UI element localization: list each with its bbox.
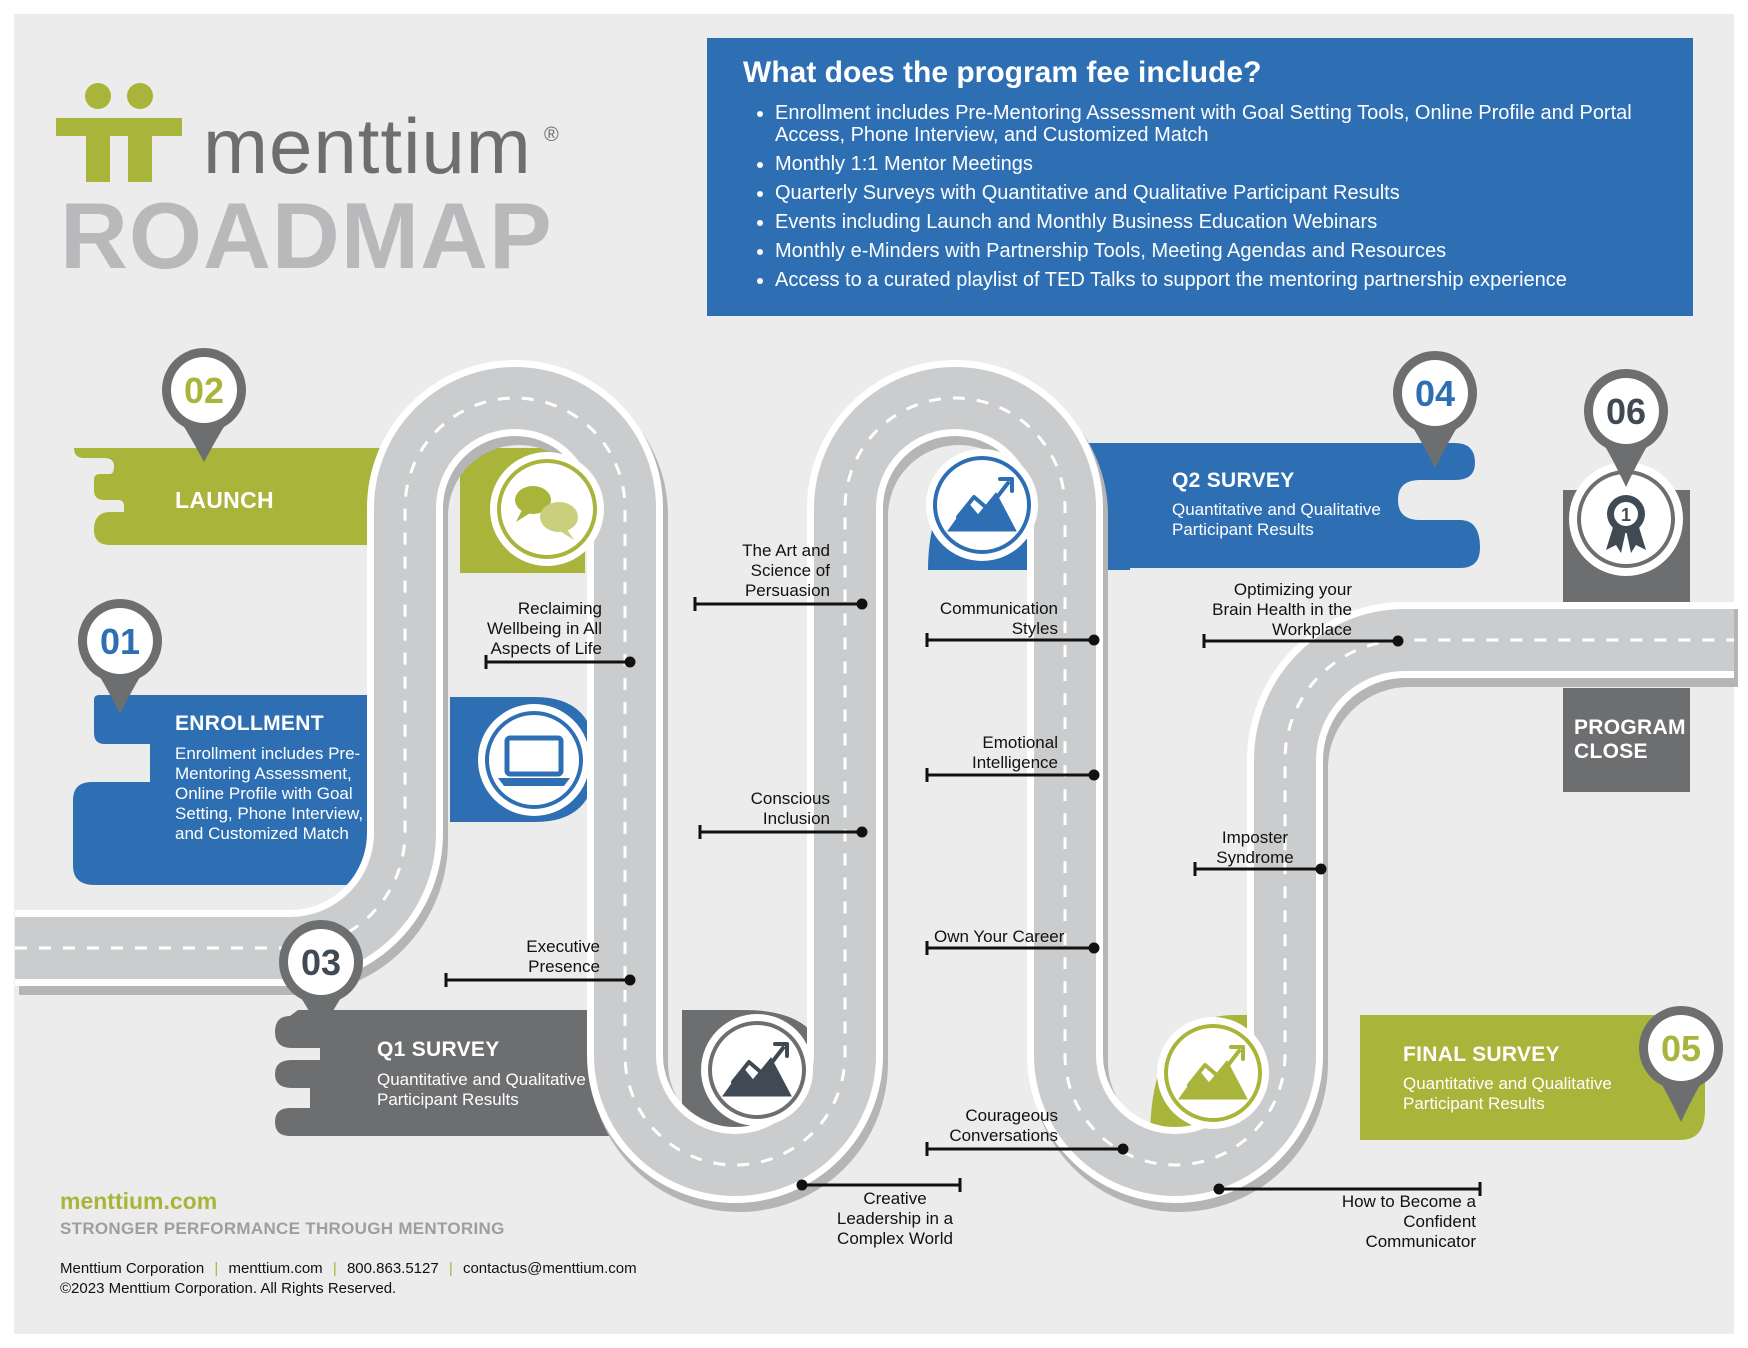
topic-label: Reclaiming Wellbeing in All Aspects of L… — [487, 599, 602, 658]
pin-02 — [162, 348, 246, 462]
close-label-box — [1563, 688, 1690, 792]
footer-contact-line: Menttium Corporation | menttium.com | 80… — [60, 1260, 637, 1277]
menttium-logo — [56, 83, 182, 182]
mountain-chart-icon-q1 — [701, 1014, 813, 1126]
topic-label: Communication Styles — [939, 599, 1058, 638]
topic-label: Emotional Intelligence — [971, 733, 1058, 772]
footer-website[interactable]: menttium.com — [60, 1188, 218, 1214]
chat-bubbles-icon — [490, 452, 604, 566]
pin-06-number: 06 — [1606, 391, 1646, 432]
fee-item: Monthly 1:1 Mentor Meetings — [775, 153, 1675, 175]
footer-tagline: STRONGER PERFORMANCE THROUGH MENTORING — [60, 1219, 505, 1238]
award-ribbon-icon — [1569, 462, 1683, 576]
final-banner — [1360, 1015, 1705, 1140]
program-close-title: PROGRAM CLOSE — [1574, 716, 1686, 763]
pin-04-number: 04 — [1415, 373, 1455, 414]
topic-label: Own Your Career — [934, 927, 1065, 946]
topic-label: Imposter Syndrome — [1216, 828, 1294, 867]
topic-label: Conscious Inclusion — [750, 789, 830, 828]
road-center-line — [15, 396, 1734, 1167]
topic-label: Optimizing your Brain Health in the Work… — [1212, 580, 1352, 639]
topic-leader-lines — [444, 597, 1482, 1196]
pin-06 — [1584, 369, 1668, 487]
pin-03-number: 03 — [301, 942, 341, 983]
pin-05-number: 05 — [1661, 1028, 1701, 1069]
road — [15, 360, 1738, 1212]
footer-separator: | — [214, 1260, 219, 1277]
footer-site-link[interactable]: menttium.com — [228, 1260, 323, 1277]
pin-02-number: 02 — [184, 370, 224, 411]
fee-list: Enrollment includes Pre-Mentoring Assess… — [743, 102, 1675, 298]
q2-survey-description: Quantitative and Qualitative Participant… — [1172, 500, 1381, 539]
fee-item: Quarterly Surveys with Quantitative and … — [775, 182, 1675, 204]
q2-banner — [1130, 443, 1480, 568]
footer-company: Menttium Corporation — [60, 1260, 205, 1277]
award-digit: 1 — [1621, 505, 1631, 525]
q1-banner — [275, 1010, 630, 1136]
roadmap-heading: ROADMAP — [60, 183, 553, 288]
mountain-chart-icon-final — [1157, 1017, 1269, 1129]
final-survey-title: FINAL SURVEY — [1403, 1043, 1560, 1066]
fee-item: Monthly e-Minders with Partnership Tools… — [775, 240, 1675, 262]
footer-email-link[interactable]: contactus@menttium.com — [462, 1260, 637, 1277]
footer-copyright: ©2023 Menttium Corporation. All Rights R… — [60, 1280, 397, 1297]
enrollment-title: ENROLLMENT — [175, 712, 324, 735]
topic-label: How to Become a Confident Communicator — [1341, 1192, 1476, 1251]
topic-label: Courageous Conversations — [949, 1106, 1058, 1145]
launch-banner — [74, 448, 398, 545]
topic-label: Creative Leadership in a Complex World — [836, 1189, 954, 1248]
pin-04 — [1393, 351, 1477, 468]
fee-item: Access to a curated playlist of TED Talk… — [775, 269, 1675, 291]
fee-item: Events including Launch and Monthly Busi… — [775, 211, 1675, 233]
brand-wordmark: menttium — [203, 102, 532, 190]
pin-01 — [78, 599, 162, 714]
pin-01-number: 01 — [100, 621, 140, 662]
q1-survey-title: Q1 SURVEY — [377, 1038, 500, 1061]
footer-separator: | — [448, 1260, 453, 1277]
final-survey-description: Quantitative and Qualitative Participant… — [1403, 1074, 1612, 1113]
mountain-chart-icon-q2 — [926, 449, 1038, 561]
enrollment-banner — [73, 695, 380, 885]
footer-phone[interactable]: 800.863.5127 — [346, 1260, 439, 1277]
laptop-icon — [478, 704, 590, 816]
program-fee-box: What does the program fee include? Enrol… — [707, 38, 1693, 316]
q2-survey-title: Q2 SURVEY — [1172, 469, 1295, 492]
pin-03 — [279, 920, 363, 1032]
enrollment-description: Enrollment includes Pre-Mentoring Assess… — [175, 744, 364, 843]
topic-label: The Art and Science of Persuasion — [742, 541, 830, 600]
fee-item: Enrollment includes Pre-Mentoring Assess… — [775, 102, 1675, 146]
pin-05 — [1639, 1006, 1723, 1122]
footer-separator: | — [332, 1260, 337, 1277]
fee-box-heading: What does the program fee include? — [743, 56, 1262, 89]
launch-title: LAUNCH — [175, 487, 274, 513]
q1-survey-description: Quantitative and Qualitative Participant… — [377, 1070, 586, 1109]
topic-label: Executive Presence — [526, 937, 600, 976]
brand-registered-mark: ® — [544, 124, 559, 146]
